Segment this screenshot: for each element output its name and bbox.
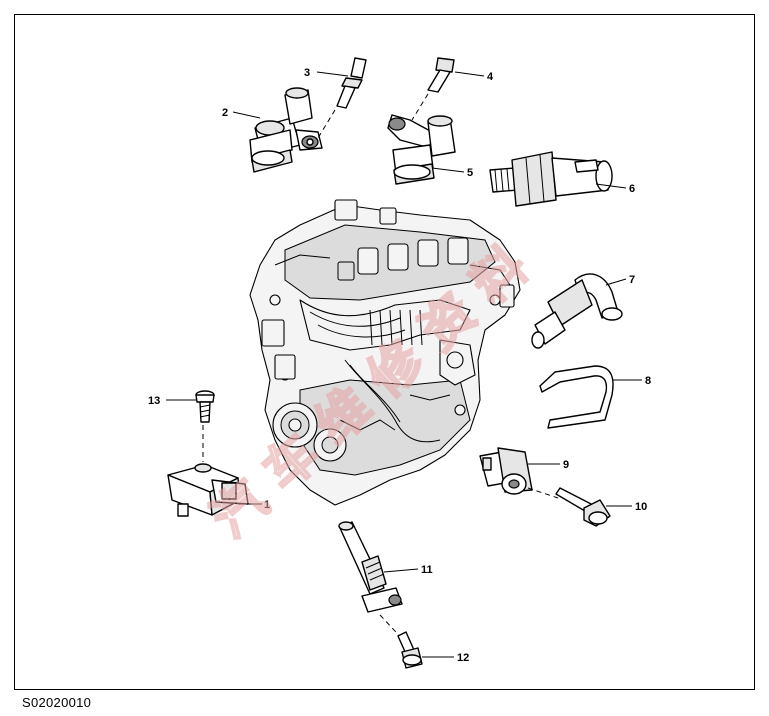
callout-4: 4 <box>487 71 494 83</box>
callout-7: 7 <box>629 274 635 286</box>
callout-9: 9 <box>563 459 569 471</box>
callout-8: 8 <box>645 375 651 387</box>
part-12-bolt <box>397 631 423 669</box>
part-10-bolt <box>555 487 611 527</box>
callout-6: 6 <box>629 183 635 195</box>
leader-lines <box>166 71 642 658</box>
crank-pulley <box>272 402 347 462</box>
callout-10: 10 <box>635 501 647 513</box>
callout-2: 2 <box>222 107 228 119</box>
callout-11: 11 <box>421 564 433 576</box>
callout-3: 3 <box>304 67 310 79</box>
ignition-coils <box>337 237 469 281</box>
part-9-knock-sensor <box>479 447 559 499</box>
part-5-sensor <box>387 114 456 185</box>
engine-assembly <box>249 199 521 506</box>
part-3-bolt <box>317 57 367 139</box>
part-2-sensor <box>249 87 323 173</box>
part-8-clip <box>539 365 614 429</box>
callout-5: 5 <box>467 167 473 179</box>
part-13-screw <box>195 390 215 423</box>
part-1-sensor <box>167 425 249 517</box>
callout-13: 13 <box>148 395 160 407</box>
part-6-sensor <box>489 151 613 207</box>
block-detail <box>261 199 515 431</box>
diagram-frame <box>14 14 755 690</box>
callout-12: 12 <box>457 652 469 664</box>
callout-labels: 1 2 3 4 5 6 7 8 9 10 11 12 13 <box>148 67 651 664</box>
block-fins <box>369 309 423 346</box>
part-4-bolt <box>411 57 455 121</box>
part-11-sensor <box>338 521 409 646</box>
figure-code: S02020010 <box>22 695 92 710</box>
callout-1: 1 <box>264 499 270 511</box>
part-7-fitting <box>531 273 623 349</box>
